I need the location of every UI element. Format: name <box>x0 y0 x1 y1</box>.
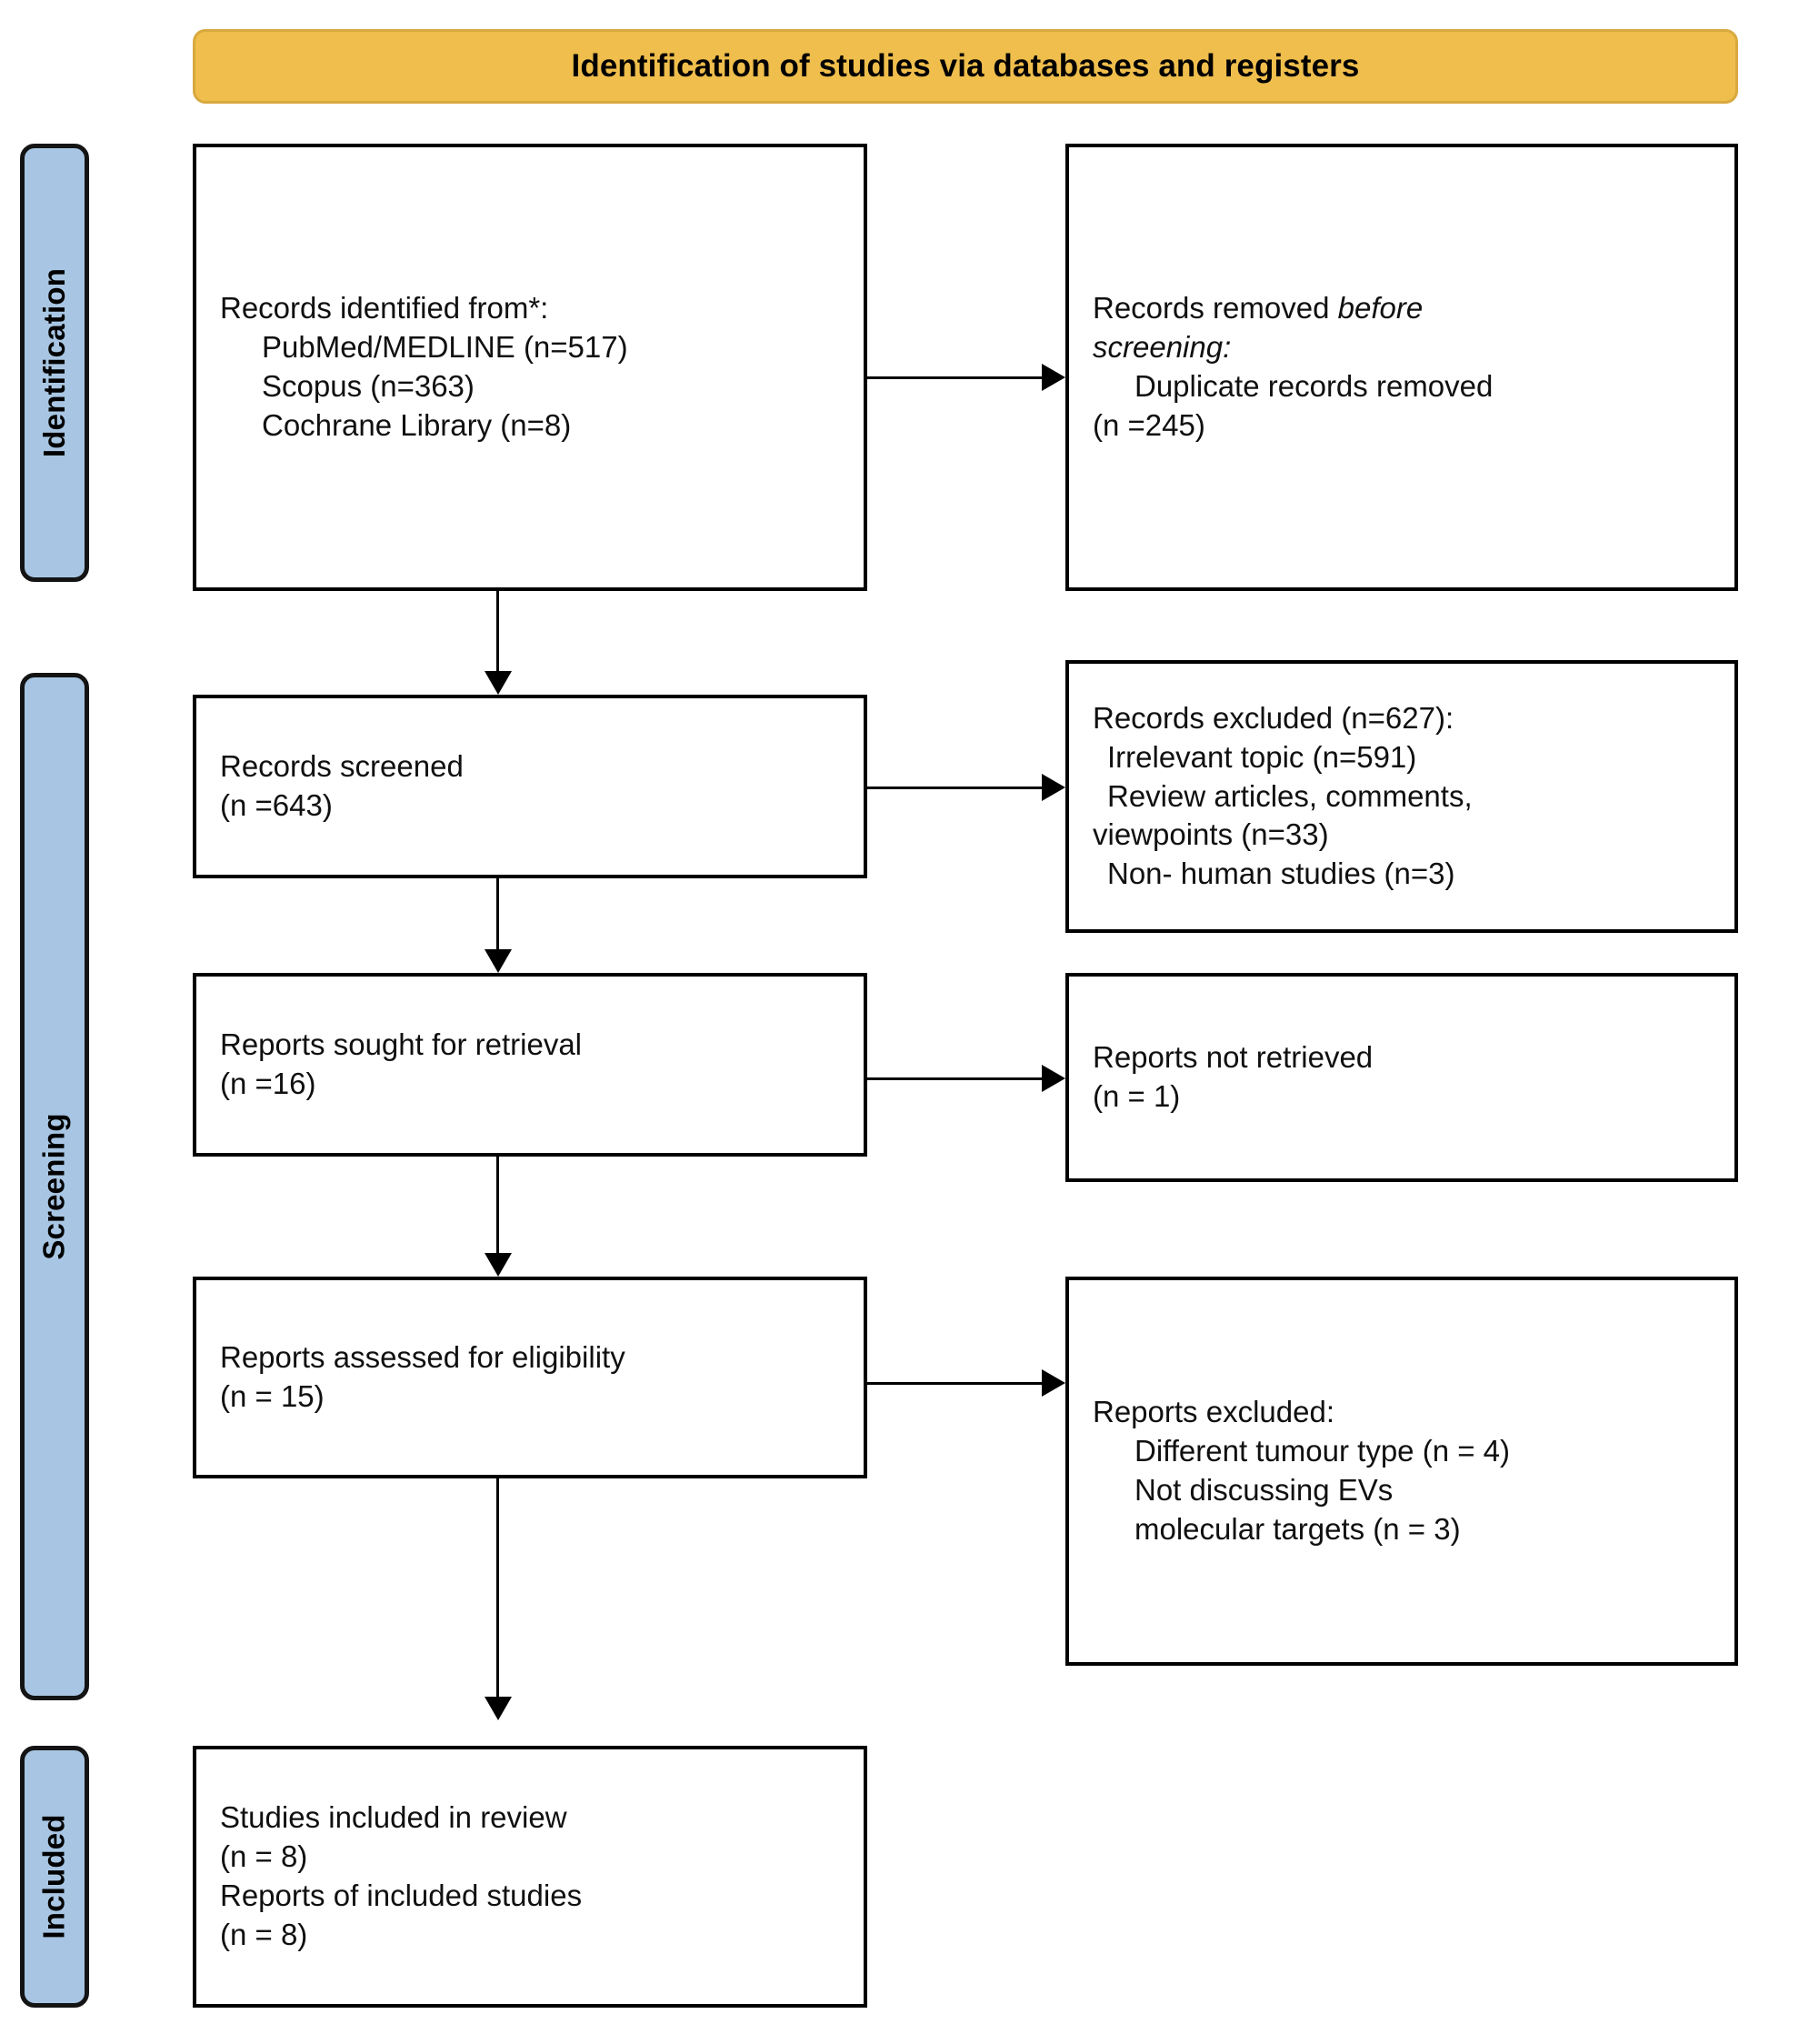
box-line: Non- human studies (n=3) <box>1107 857 1455 891</box>
box-line: Records identified from*: <box>220 291 549 326</box>
box-line: PubMed/MEDLINE (n=517) <box>262 330 628 365</box>
arrowhead-assessed-to-included <box>485 1697 512 1720</box>
box-line: Cochrane Library (n=8) <box>262 407 572 442</box>
box-line: Reports sought for retrieval <box>220 1027 583 1062</box>
records-identified-box: Records identified from*: PubMed/MEDLINE… <box>193 144 867 591</box>
records-screened-box: Records screened (n =643) <box>193 695 867 878</box>
reports-sought-box: Reports sought for retrieval (n =16) <box>193 973 867 1157</box>
connector-sought-to-notretrieved <box>867 1077 1042 1080</box>
phase-sidebar-screening: Screening <box>20 673 89 1700</box>
box-line: Duplicate records removed <box>1134 369 1494 403</box>
box-line: Reports assessed for eligibility <box>220 1340 625 1375</box>
box-line: Scopus (n=363) <box>262 369 475 403</box>
arrowhead-identified-to-screened <box>485 671 512 695</box>
connector-sought-to-assessed <box>496 1157 499 1271</box>
arrowhead-assessed-to-excluded <box>1042 1369 1065 1397</box>
phase-label-included: Included <box>37 1814 71 1939</box>
box-line: viewpoints (n=33) <box>1093 817 1329 852</box>
arrowhead-screened-to-sought <box>485 949 512 973</box>
reports-excluded-box: Reports excluded: Different tumour type … <box>1065 1277 1738 1666</box>
connector-screened-to-excluded <box>867 787 1042 789</box>
connector-assessed-to-excluded <box>867 1382 1042 1385</box>
box-line: (n = 8) <box>220 1839 308 1874</box>
connector-screened-to-sought <box>496 878 499 967</box>
box-line: Irrelevant topic (n=591) <box>1107 739 1417 774</box>
box-line: (n = 15) <box>220 1379 325 1413</box>
connector-assessed-to-included <box>496 1478 499 1715</box>
box-line: Not discussing EVs <box>1134 1473 1394 1507</box>
box-line: (n = 1) <box>1093 1079 1181 1113</box>
phase-label-identification: Identification <box>37 267 72 458</box>
studies-included-box: Studies included in review (n = 8) Repor… <box>193 1746 867 2008</box>
arrowhead-screened-to-excluded <box>1042 774 1065 801</box>
reports-not-retrieved-box: Reports not retrieved (n = 1) <box>1065 973 1738 1182</box>
box-line: Studies included in review <box>220 1800 567 1835</box>
phase-sidebar-included: Included <box>20 1746 89 2008</box>
box-line: Records excluded (n=627): <box>1093 700 1454 735</box>
box-line: (n =16) <box>220 1067 316 1100</box>
phase-sidebar-identification: Identification <box>20 144 89 582</box>
box-line: (n = 8) <box>220 1917 308 1951</box>
arrowhead-sought-to-assessed <box>485 1253 512 1277</box>
box-line: screening: <box>1093 330 1232 365</box>
phase-label-screening: Screening <box>37 1113 72 1260</box>
box-line: Reports not retrieved <box>1093 1040 1374 1075</box>
box-line: Records removed before <box>1093 291 1424 326</box>
box-line: (n =245) <box>1093 407 1205 442</box>
arrowhead-identified-to-removed <box>1042 364 1065 391</box>
box-line: Reports of included studies <box>220 1879 583 1912</box>
box-line: Records screened <box>220 749 464 784</box>
box-line: Different tumour type (n = 4) <box>1134 1434 1510 1468</box>
connector-identified-to-screened <box>496 591 499 689</box>
records-removed-box: Records removed before screening: Duplic… <box>1065 144 1738 591</box>
box-line: (n =643) <box>220 788 333 822</box>
connector-identified-to-removed <box>867 376 1042 379</box>
banner-label: Identification of studies via databases … <box>571 48 1360 84</box>
arrowhead-sought-to-notretrieved <box>1042 1065 1065 1092</box>
box-line: molecular targets (n = 3) <box>1134 1511 1461 1546</box>
records-excluded-box: Records excluded (n=627): Irrelevant top… <box>1065 660 1738 933</box>
box-line: Review articles, comments, <box>1107 778 1473 813</box>
box-line: Reports excluded: <box>1093 1395 1334 1429</box>
diagram-banner-title: Identification of studies via databases … <box>193 29 1738 104</box>
reports-assessed-box: Reports assessed for eligibility (n = 15… <box>193 1277 867 1478</box>
